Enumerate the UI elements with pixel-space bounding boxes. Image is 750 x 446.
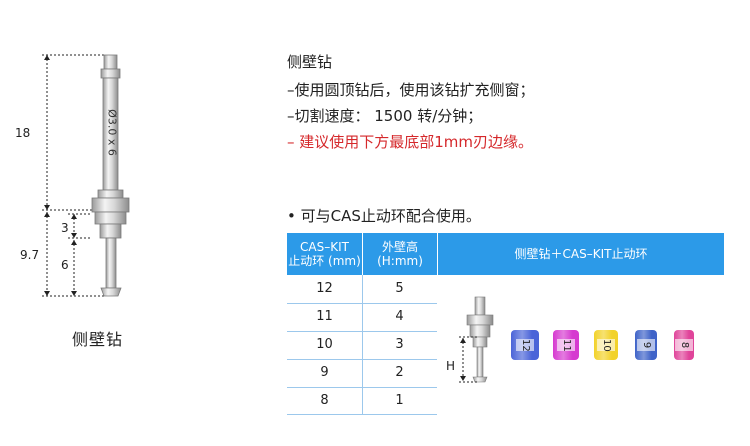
header-combination: 侧壁钻＋CAS–KIT止动环 (514, 247, 648, 261)
header-kit: CAS–KIT 止动环 (mm) (288, 240, 361, 268)
tool-caption: 侧壁钻 (72, 330, 124, 349)
ring-label: 12 (516, 339, 534, 352)
drill-diagram (42, 54, 130, 297)
description-warning: – 建议使用下方最底部1mm刃边缘。 (287, 133, 534, 151)
table-header: CAS–KIT 止动环 (mm) 外壁高 (H:mm) 侧壁钻＋CAS–KIT止… (287, 233, 724, 275)
description-line-1: –使用圆顶钻后，使用该钻扩充侧窗； (287, 81, 535, 99)
drill-and-rings-illustration (459, 296, 494, 383)
stop-ring-12: 12 (511, 330, 539, 360)
ring-label: 9 (637, 339, 655, 351)
stop-ring-8: 8 (674, 330, 694, 360)
small-drill-graphic (466, 296, 494, 383)
stop-ring-9: 9 (635, 330, 657, 360)
table-row: 12 5 (316, 281, 404, 296)
table-row: 11 4 (316, 309, 404, 324)
shank-marking: Ø3.0 x 6 (105, 109, 119, 156)
stop-ring-table: CAS–KIT 止动环 (mm) 外壁高 (H:mm) 侧壁钻＋CAS–KIT止… (287, 233, 724, 415)
stop-ring-11: 11 (553, 330, 579, 360)
ring-label: 10 (597, 339, 615, 352)
dim-total-length: 18 (15, 126, 31, 140)
compatibility-note: • 可与CAS止动环配合使用。 (287, 207, 481, 225)
table-row: 9 2 (320, 365, 404, 380)
drill-with-rings-image: H 12 11 10 9 8 (437, 275, 724, 415)
dim-upper-segment: 3 (61, 221, 69, 235)
ring-label: 8 (675, 339, 693, 351)
header-height: 外壁高 (H:mm) (377, 240, 423, 268)
dim-lower-length: 9.7 (20, 248, 40, 262)
ring-label: 11 (557, 339, 575, 352)
h-label: H (446, 359, 456, 373)
dim-lower-segment: 6 (61, 258, 69, 272)
description-line-2: –切割速度： 1500 转/分钟； (287, 107, 483, 125)
description-title: 侧壁钻 (287, 53, 333, 71)
table-row: 8 1 (320, 393, 404, 408)
stop-ring-10: 10 (594, 330, 618, 360)
side-wall-drill-graphic (91, 54, 130, 297)
table-row: 10 3 (316, 337, 404, 352)
